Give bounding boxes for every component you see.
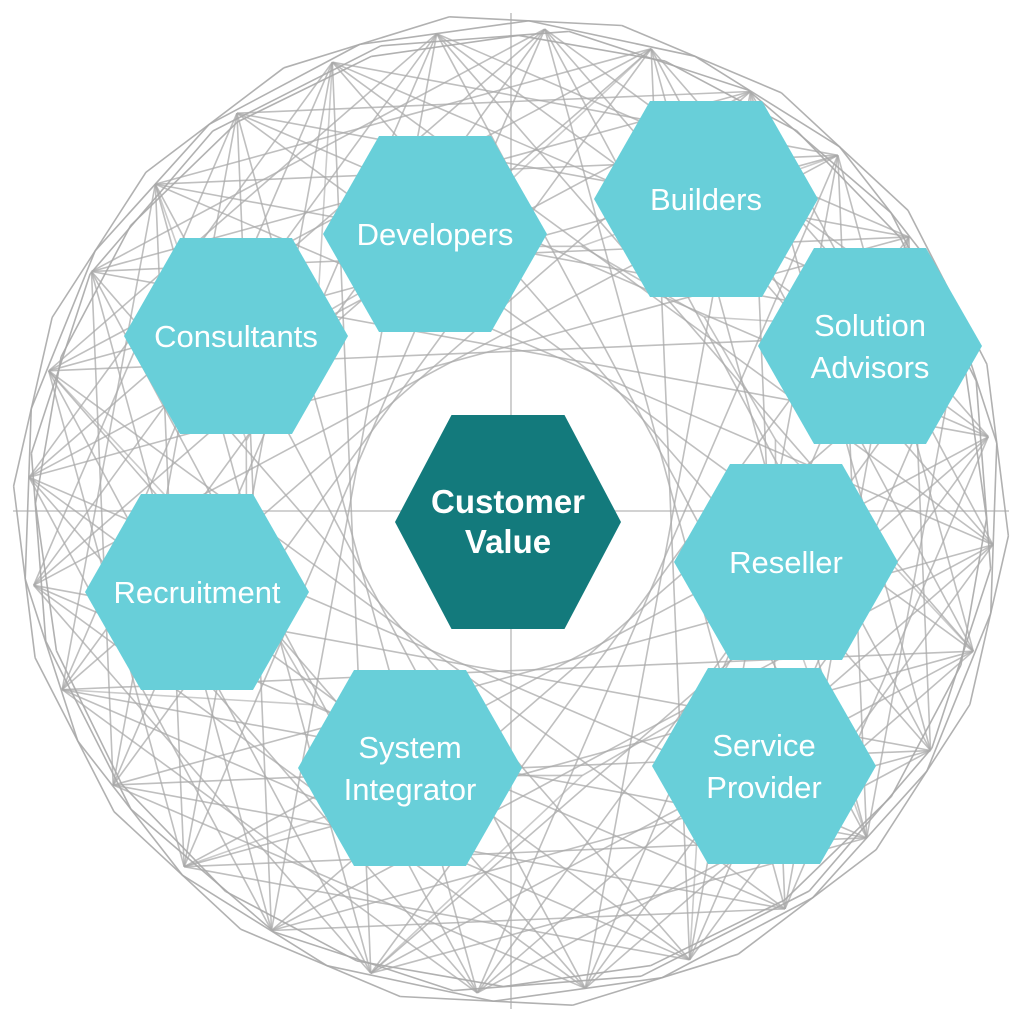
hex-builders-label: Builders	[650, 182, 762, 217]
hex-customer-value-label: Customer	[431, 483, 585, 520]
hex-reseller: Reseller	[674, 464, 898, 660]
hex-builders-shape	[594, 101, 818, 297]
hex-solution-advisors-label: Solution	[814, 308, 926, 343]
hex-recruitment: Recruitment	[85, 494, 309, 690]
hex-recruitment-shape	[85, 494, 309, 690]
hex-solution-advisors-label: Advisors	[811, 350, 930, 385]
hex-customer-value-shape	[395, 415, 621, 629]
hex-reseller-shape	[674, 464, 898, 660]
hex-service-provider-label: Provider	[706, 770, 821, 805]
hex-service-provider-label: Service	[712, 728, 815, 763]
hex-system-integrator-shape	[298, 670, 522, 866]
hex-developers: Developers	[323, 136, 547, 332]
hex-developers-shape	[323, 136, 547, 332]
hex-system-integrator-label: System	[358, 730, 461, 765]
hex-customer-value-label: Value	[465, 523, 551, 560]
hex-developers-label: Developers	[357, 217, 514, 252]
hex-recruitment-label: Recruitment	[113, 575, 280, 610]
hex-system-integrator-label: Integrator	[344, 772, 477, 807]
hex-solution-advisors-shape	[758, 248, 982, 444]
hex-consultants: Consultants	[124, 238, 348, 434]
hex-consultants-label: Consultants	[154, 319, 318, 354]
hex-consultants-shape	[124, 238, 348, 434]
hex-service-provider-shape	[652, 668, 876, 864]
hex-builders: Builders	[594, 101, 818, 297]
hex-reseller-label: Reseller	[729, 545, 843, 580]
